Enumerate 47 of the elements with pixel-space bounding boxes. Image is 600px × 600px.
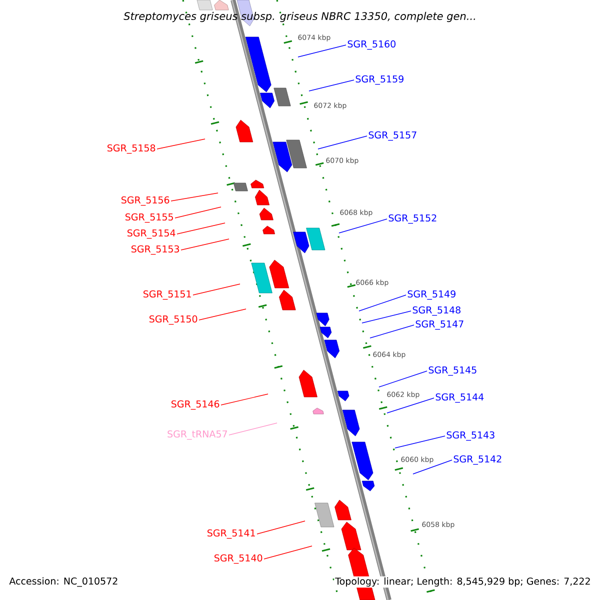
gene-label: SGR_5142 [454,455,502,465]
gene-label: SGR_5149 [408,290,456,300]
leader-line [180,238,230,250]
leader-line [358,294,406,312]
leader-line [318,136,368,150]
leader-line [156,138,206,150]
leader-line [170,192,218,202]
gene-label: SGR_5140 [214,554,262,564]
gene-label: SGR_5147 [416,320,464,330]
gene-label: SGR_tRNA57 [168,430,227,440]
leader-line [220,394,268,406]
leader-line [198,308,246,320]
leader-line [228,422,278,436]
gene-label: SGR_5146 [172,400,220,410]
gene-label: SGR_5156 [122,196,170,206]
leader-line [264,546,312,560]
leader-line [412,460,452,474]
leader-line [256,520,306,534]
gene-label: SGR_5158 [108,144,156,154]
gene-label: SGR_5151 [144,290,191,300]
gene-label: SGR_5145 [428,366,476,376]
footer-text: Topology: linear; Length: 8,545,929 bp; Genes: 7,222 [334,576,592,588]
leader-line [174,206,222,218]
footer-text: Accession: NC_010572 [8,576,120,588]
gene-label: SGR_5144 [436,393,484,403]
gene-label: SGR_5152 [388,214,436,224]
title: Streptomyces griseus subsp. griseus NBRC 13350, complete gen... [124,12,476,22]
leader-line [378,370,428,388]
leader-line [308,80,354,92]
leader-line [394,436,446,448]
gene-label: SGR_5159 [356,75,404,85]
gene-label: SGR_5141 [208,529,255,539]
leader-line [338,218,388,234]
leader-line [370,324,414,338]
gene-label: SGR_5154 [128,229,176,239]
gene-label: SGR_5157 [368,131,416,141]
leader-line [192,284,240,296]
leader-line [176,222,226,234]
gene-label: SGR_5153 [132,245,180,255]
leader-line [298,44,346,58]
gene-label: SGR_5150 [150,315,198,325]
gene-label: SGR_5148 [412,306,460,316]
gene-label: SGR_5160 [348,40,396,50]
leader-line [362,310,412,324]
gene-label: SGR_5143 [446,431,494,441]
leader-line [386,398,434,414]
gene-label: SGR_5155 [126,213,173,223]
